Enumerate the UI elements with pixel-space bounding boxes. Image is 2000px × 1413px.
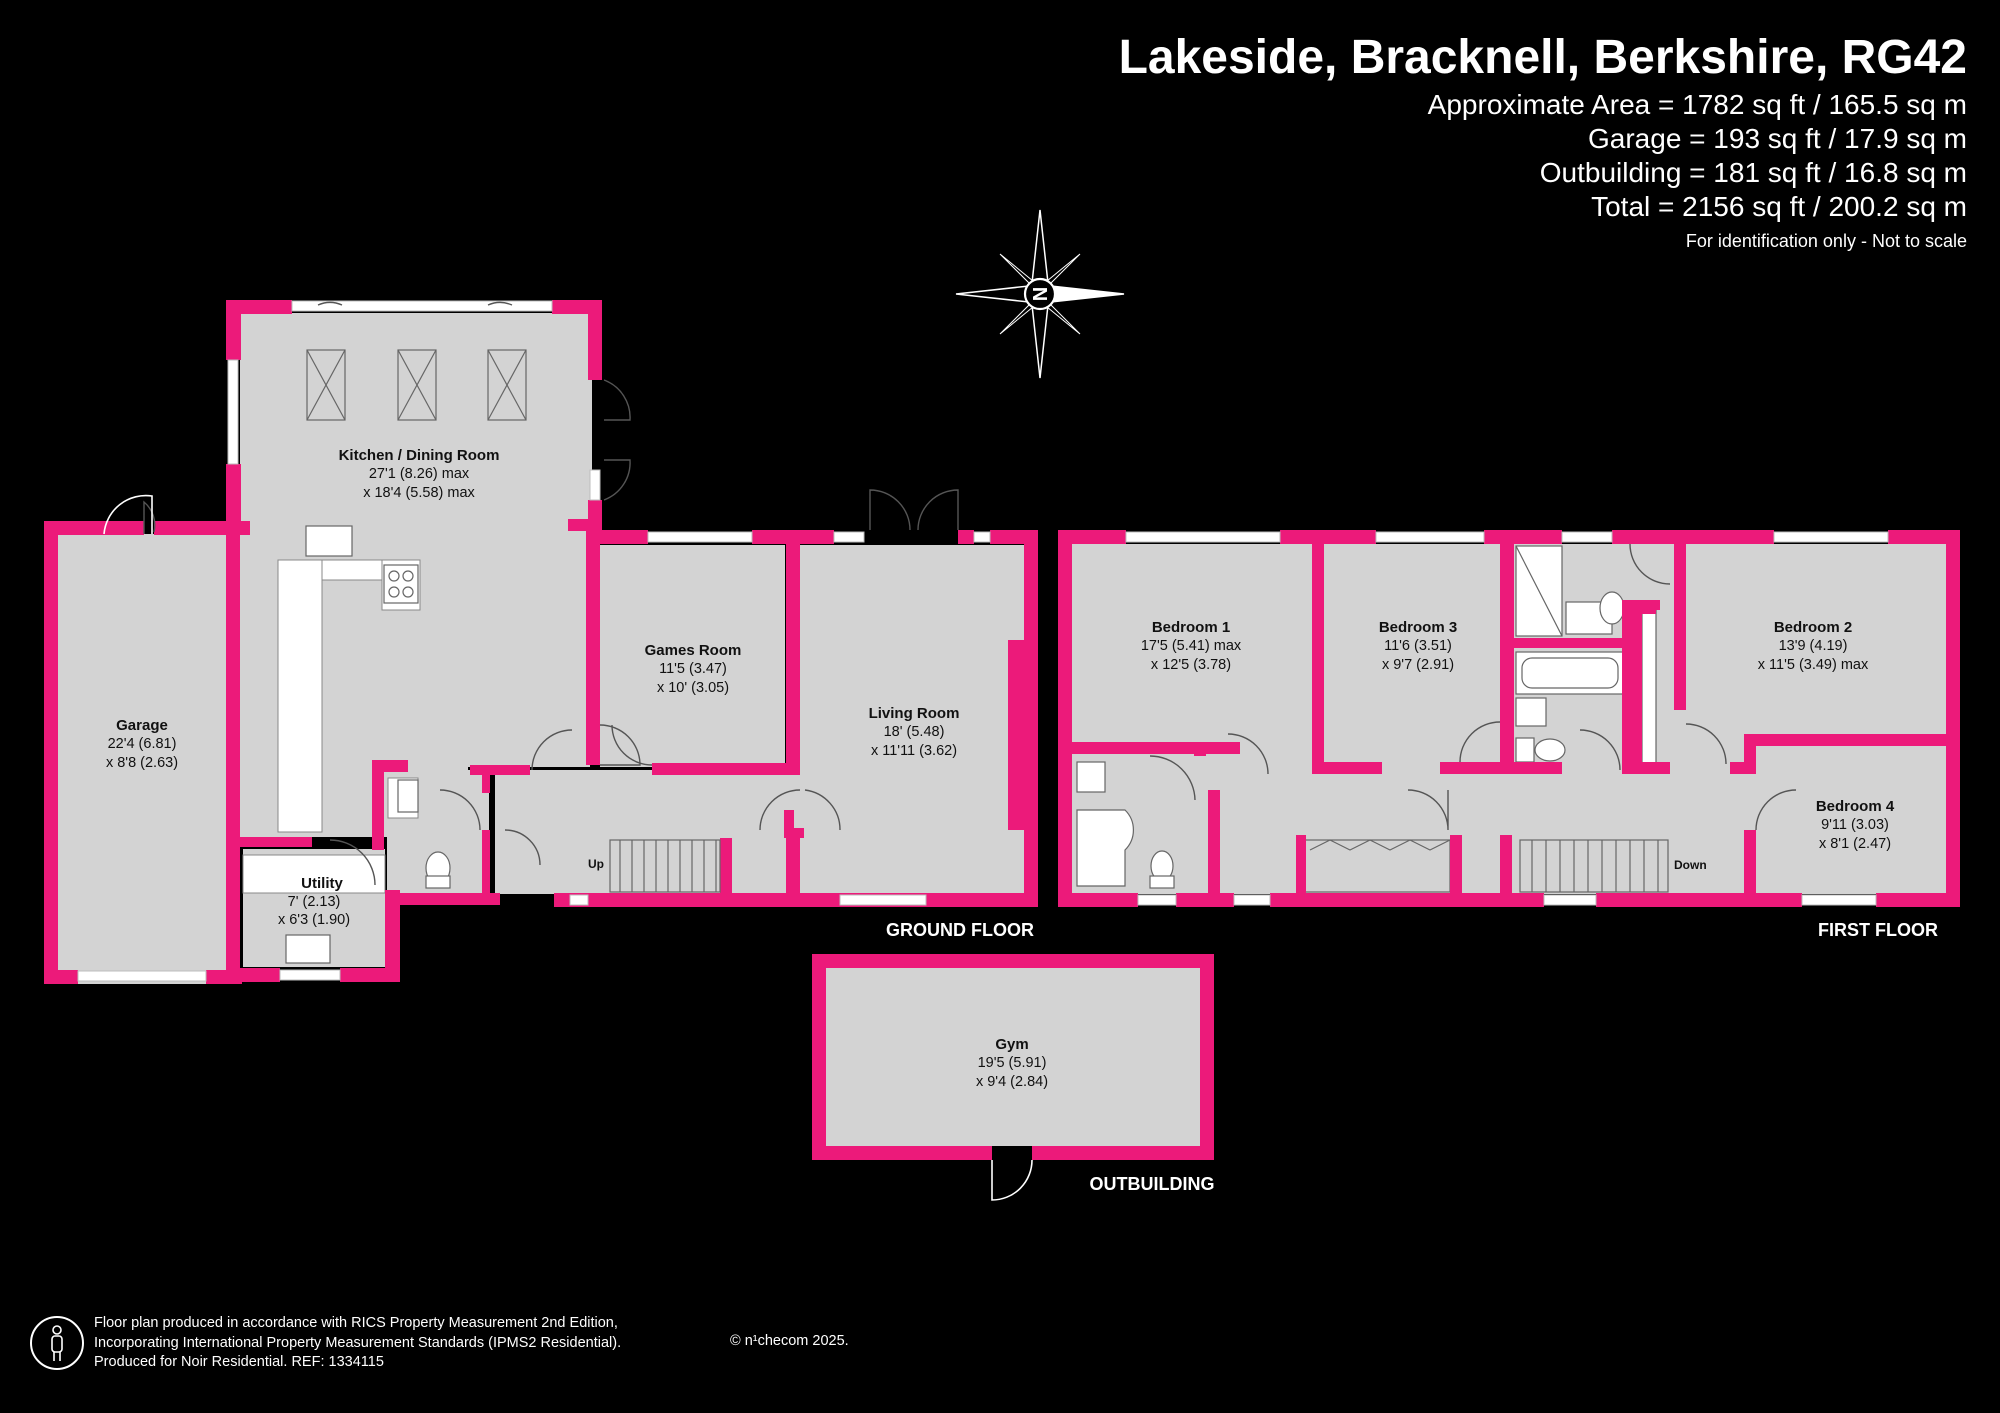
garage-dim1: 22'4 (6.81) xyxy=(108,736,177,752)
outbuilding xyxy=(812,954,1214,1201)
garage-area: Garage = 193 sq ft / 17.9 sq m xyxy=(1588,123,1967,154)
bed4-name: Bedroom 4 xyxy=(1816,798,1895,815)
ground-floor-label: GROUND FLOOR xyxy=(886,920,1034,940)
bed3-dim1: 11'6 (3.51) xyxy=(1384,638,1452,654)
copyright: © n¹checom 2025. xyxy=(730,1333,849,1349)
games-dim1: 11'5 (3.47) xyxy=(659,661,727,677)
stairs-up-label: Up xyxy=(588,857,604,871)
footer-line-3: Produced for Noir Residential. REF: 1334… xyxy=(94,1354,384,1370)
utility-name: Utility xyxy=(301,875,343,892)
games-name: Games Room xyxy=(645,642,742,659)
gym-name: Gym xyxy=(995,1036,1028,1053)
bed1-dim1: 17'5 (5.41) max xyxy=(1141,638,1242,654)
bed4-dim2: x 8'1 (2.47) xyxy=(1819,836,1891,852)
outbuilding-area: Outbuilding = 181 sq ft / 16.8 sq m xyxy=(1539,157,1967,188)
kitchen-dim2: x 18'4 (5.58) max xyxy=(363,485,475,501)
bed2-dim1: 13'9 (4.19) xyxy=(1779,638,1848,654)
garage-dim2: x 8'8 (2.63) xyxy=(106,755,178,771)
living-dim2: x 11'11 (3.62) xyxy=(871,743,957,759)
bed1-name: Bedroom 1 xyxy=(1152,619,1230,636)
kitchen-dim1: 27'1 (8.26) max xyxy=(369,466,470,482)
bed1-dim2: x 12'5 (3.78) xyxy=(1151,657,1231,673)
living-dim1: 18' (5.48) xyxy=(884,724,945,740)
living-name: Living Room xyxy=(869,705,960,722)
header: Lakeside, Bracknell, Berkshire, RG42 App… xyxy=(1119,28,1967,256)
footer-line-1: Floor plan produced in accordance with R… xyxy=(94,1315,618,1331)
first-floor-label: FIRST FLOOR xyxy=(1818,920,1938,940)
ground-floor xyxy=(44,300,1038,984)
utility-dim1: 7' (2.13) xyxy=(288,894,341,910)
garage-name: Garage xyxy=(116,717,168,734)
stairs-down-label: Down xyxy=(1674,858,1707,872)
footer-line-2: Incorporating International Property Mea… xyxy=(94,1334,622,1351)
compass-letter: N xyxy=(1030,287,1052,301)
scale-note: For identification only - Not to scale xyxy=(1685,231,1967,251)
kitchen-name: Kitchen / Dining Room xyxy=(339,447,500,464)
approximate-area: Approximate Area = 1782 sq ft / 165.5 sq… xyxy=(1427,89,1967,120)
total-area: Total = 2156 sq ft / 200.2 sq m xyxy=(1591,191,1967,222)
bed2-name: Bedroom 2 xyxy=(1774,619,1852,636)
bed3-dim2: x 9'7 (2.91) xyxy=(1382,657,1454,673)
outbuilding-label: OUTBUILDING xyxy=(1090,1174,1215,1194)
bed4-dim1: 9'11 (3.03) xyxy=(1821,817,1889,833)
compass-icon: N xyxy=(955,209,1125,379)
utility-dim2: x 6'3 (1.90) xyxy=(278,912,350,928)
gym-dim2: x 9'4 (2.84) xyxy=(976,1074,1048,1090)
footer-text: Floor plan produced in accordance with R… xyxy=(94,1314,621,1373)
bed3-name: Bedroom 3 xyxy=(1379,619,1457,636)
first-floor xyxy=(1058,530,1960,907)
person-icon xyxy=(30,1316,84,1370)
games-dim2: x 10' (3.05) xyxy=(657,680,729,696)
bed2-dim2: x 11'5 (3.49) max xyxy=(1758,657,1869,673)
room-labels: Kitchen / Dining Room 27'1 (8.26) max x … xyxy=(106,447,1938,1194)
page-title: Lakeside, Bracknell, Berkshire, RG42 xyxy=(1118,31,1967,84)
gym-dim1: 19'5 (5.91) xyxy=(978,1055,1047,1071)
